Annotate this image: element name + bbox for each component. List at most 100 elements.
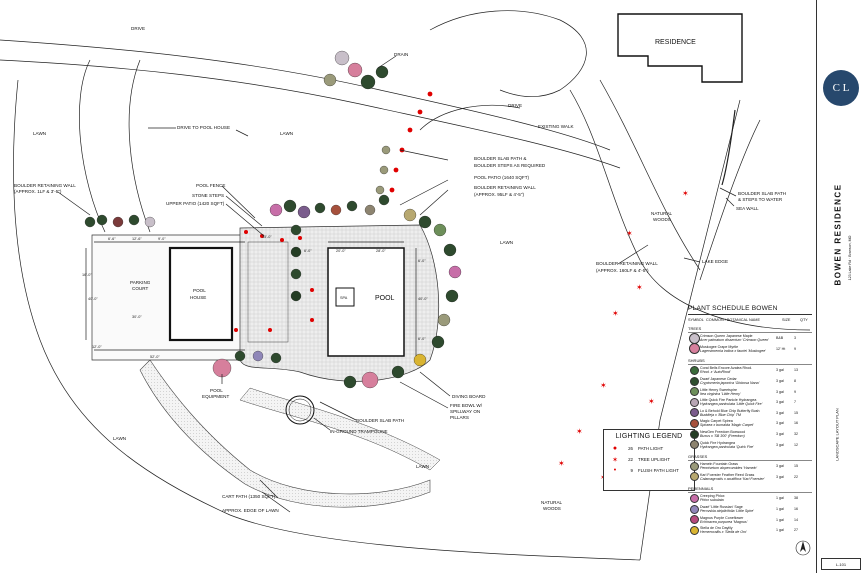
project-address: 123 Lake Rd · Branson, MO	[848, 235, 852, 281]
plant-qty: 27	[794, 528, 798, 533]
plant-size: 3 gal	[776, 474, 784, 479]
north-arrow-icon	[795, 540, 811, 556]
plant-common-name: Magic Carpet Spirea	[700, 419, 733, 424]
trampoline	[285, 395, 315, 425]
col-header: COMMON / BOTANICAL NAME	[706, 318, 761, 322]
plant-qty: 38	[794, 496, 798, 501]
pool-house-building	[168, 246, 234, 342]
label-boulder-wall-left-size: (APPROX. 1LF & 3'-5")	[14, 189, 62, 194]
plant-qty: 15	[794, 410, 798, 415]
plant-size: 1 gal	[776, 507, 784, 512]
plant-size: 12' Ht	[776, 346, 786, 351]
plant-symbol-icon	[688, 387, 700, 397]
spa-label: SPA	[340, 296, 348, 300]
pool-house-label: POOL	[193, 288, 206, 293]
label-pool-fence: POOL FENCE	[196, 183, 225, 188]
title-block: C L BOWEN RESIDENCE 123 Lake Rd · Branso…	[816, 0, 864, 573]
plant-common-name: Muskogee Crape Myrtle	[700, 344, 739, 349]
label-boulder-wall-right: BOULDER RETAINING WALL	[596, 261, 658, 266]
svg-text:✶: ✶	[558, 459, 565, 468]
plant-common-name: Dwarf 'Little Russian' Sage	[700, 505, 743, 510]
plant-schedule-title: PLANT SCHEDULE BOWEN	[688, 305, 812, 315]
legend-label: PATH LIGHT	[638, 446, 664, 451]
col-header: QTY	[800, 318, 808, 322]
svg-text:✶: ✶	[648, 397, 655, 406]
plant-size: 1 gal	[776, 496, 784, 501]
legend-count: 22	[628, 457, 633, 462]
drive-edge-2	[0, 59, 621, 169]
label-trampoline: IN-GROUND TRAMPOLINE	[330, 429, 388, 434]
dim: 16'-0"	[82, 273, 92, 277]
label-lawn: LAWN	[113, 436, 126, 441]
label-boulder-slab-path-2: BOULDER SLAB PATH	[356, 418, 404, 423]
label-drain: DRAIN	[394, 52, 408, 57]
plant-common-name: NewGen Freedom Boxwood	[700, 430, 746, 435]
plant-botanical-name: Calamagrostis x acutiflora 'Karl Foerste…	[700, 476, 765, 481]
sheet-title: LANDSCAPE LAYOUT PLAN	[834, 408, 840, 461]
label-lawn: LAWN	[500, 240, 513, 245]
plant-botanical-name: Cryptomeria japonica 'Globosa Nana'	[700, 381, 760, 386]
drive-edge	[0, 39, 611, 151]
label-diving-board: DIVING BOARD	[452, 394, 486, 399]
label-boulder-path-water-2: & STEPS TO WATER	[738, 197, 783, 202]
plant-qty: 12	[794, 442, 798, 447]
dim: 6'-0"	[304, 249, 312, 253]
plant-botanical-name: Hydrangea paniculata 'Quick Fire'	[700, 444, 754, 449]
dim: 15'-0"	[262, 235, 272, 239]
plant-size: 3 gal	[776, 442, 784, 447]
label-boulder-slab-path: BOULDER SLAB PATH &	[474, 156, 526, 161]
plant-botanical-name: Itea virginica 'Little Henry'	[700, 391, 741, 396]
plant-botanical-name: Phlox subulata	[700, 498, 724, 503]
path-lights	[234, 91, 433, 332]
plant-common-name: Lo & Behold Blue Chip Butterfly Bush	[700, 408, 760, 413]
plant-qty: 14	[794, 517, 798, 522]
plant-size: 3 gal	[776, 421, 784, 426]
parking-label-2: COURT	[132, 286, 148, 291]
dim: 20'-0"	[336, 249, 346, 253]
label-natural-woods-b: NATURAL	[541, 500, 563, 505]
spa	[335, 287, 355, 307]
label-boulder-wall: BOULDER RETAINING WALL	[474, 185, 536, 190]
plant-qty: 22	[794, 474, 798, 479]
label-fire-bowl-3: PILLARS	[450, 415, 469, 420]
project-title: BOWEN RESIDENCE	[833, 183, 843, 286]
residence-outline	[617, 13, 743, 83]
lower-path	[239, 387, 441, 471]
sheet-number: L-101	[821, 558, 861, 570]
plant-size: 3 gal	[776, 464, 784, 469]
label-boulder-wall-size: (APPROX. 95LF & 4'-5")	[474, 192, 524, 197]
plant-common-name: Creeping Phlox	[700, 494, 725, 499]
plant-common-name: Karl Foerster Feather Reed Grass	[700, 472, 755, 477]
plant-symbol-icon	[688, 418, 700, 428]
plant-symbol-icon	[688, 504, 700, 514]
plant-common-name: Quick Fire Hydrangea	[700, 440, 735, 445]
path-light-icon: ●	[612, 445, 618, 452]
plant-symbol-icon	[688, 525, 700, 535]
legend-label: FLUSH PATH LIGHT	[638, 468, 679, 473]
residence-label: RESIDENCE	[655, 39, 696, 46]
dim: 40'-0"	[418, 297, 428, 301]
col-header: SYMBOL	[688, 318, 704, 322]
plant-size: B&B	[776, 336, 784, 341]
label-lawn: LAWN	[280, 131, 293, 136]
dim: 6'-0"	[418, 259, 426, 263]
col-header: SIZE	[782, 318, 791, 322]
plant-botanical-name: Perovskia atriplicifolia 'Little Spire'	[700, 509, 754, 514]
dim: 6'-6"	[108, 237, 116, 241]
plant-botanical-name: Lagerstroemia indica x fauriei 'Muskogee…	[700, 348, 766, 353]
lighting-legend-title: LIGHTING LEGEND	[615, 433, 683, 440]
